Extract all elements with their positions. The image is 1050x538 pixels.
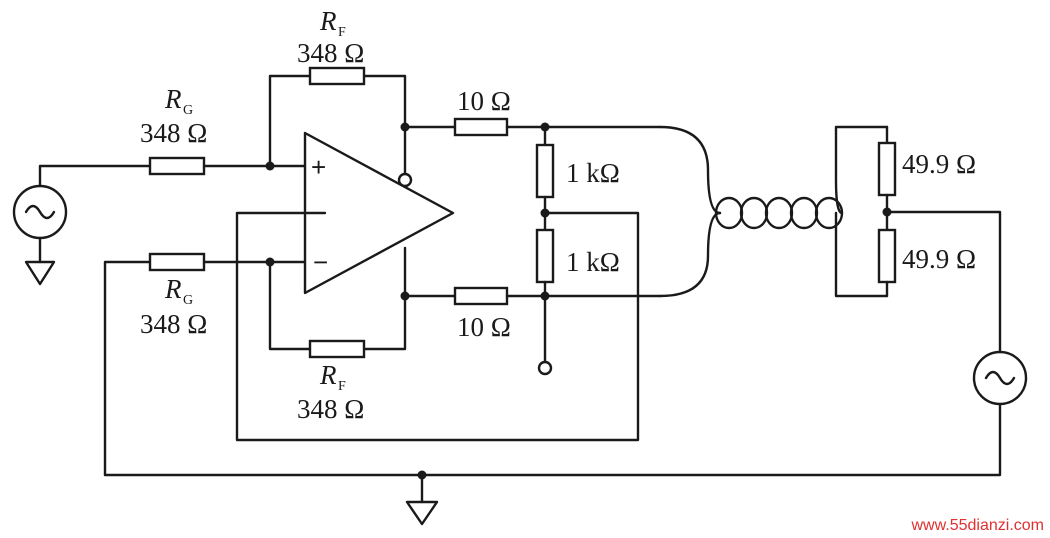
rf-top-symbol: R [319,6,337,36]
rg-top-subscript: G [183,103,193,118]
r-term-bottom-value: 49.9 Ω [902,244,976,274]
rf-top-subscript: F [338,25,346,40]
feedback-bottom-wire [268,260,407,351]
ground-return-left [103,260,152,477]
rg-bottom-symbol: R [164,274,182,304]
gain-resistor-top [148,156,206,176]
twisted-pair-cable [714,196,844,230]
r-div-top-value: 1 kΩ [566,158,620,188]
output-resistor-bottom [453,286,509,306]
input-ground-icon [24,236,56,286]
output-signal-source [972,350,1028,406]
feedback-resistor-top [308,66,366,86]
cable-right-end [834,125,889,298]
opamp-vocm-pin [397,172,413,188]
opamp-minus-label: − [313,247,328,277]
r-div-bottom-value: 1 kΩ [566,247,620,277]
output-resistor-top [453,117,509,137]
watermark-text: www.55dianzi.com [911,517,1045,534]
divider-resistor-bottom [535,228,555,284]
rg-bottom-subscript: G [183,293,193,308]
rg-top-symbol: R [164,84,182,114]
feedback-top-wire [268,74,407,177]
opamp-plus-label: + [311,152,326,182]
input-signal-source [12,184,68,240]
termination-resistor-top [877,141,897,197]
r-out-bottom-value: 10 Ω [457,312,511,342]
ground-icon [405,473,439,526]
cable-bottom-curve [658,211,722,298]
rf-bottom-symbol: R [319,360,337,390]
rg-bottom-value: 348 Ω [140,309,207,339]
rf-bottom-value: 348 Ω [297,394,364,424]
r-term-top-value: 49.9 Ω [902,149,976,179]
rf-top-value: 348 Ω [297,38,364,68]
vocm-test-pin [537,360,553,376]
divider-resistor-top [535,143,555,199]
sense-loop-wire [235,211,640,442]
gain-resistor-bottom [148,252,206,272]
rf-bottom-subscript: F [338,379,346,394]
termination-resistor-bottom [877,228,897,284]
ground-return-right [103,402,1002,477]
cable-top-curve [658,125,722,215]
r-out-top-value: 10 Ω [457,86,511,116]
rg-top-value: 348 Ω [140,118,207,148]
input-wire [38,164,152,188]
feedback-resistor-bottom [308,339,366,359]
wire-to-right-source [885,210,1002,354]
